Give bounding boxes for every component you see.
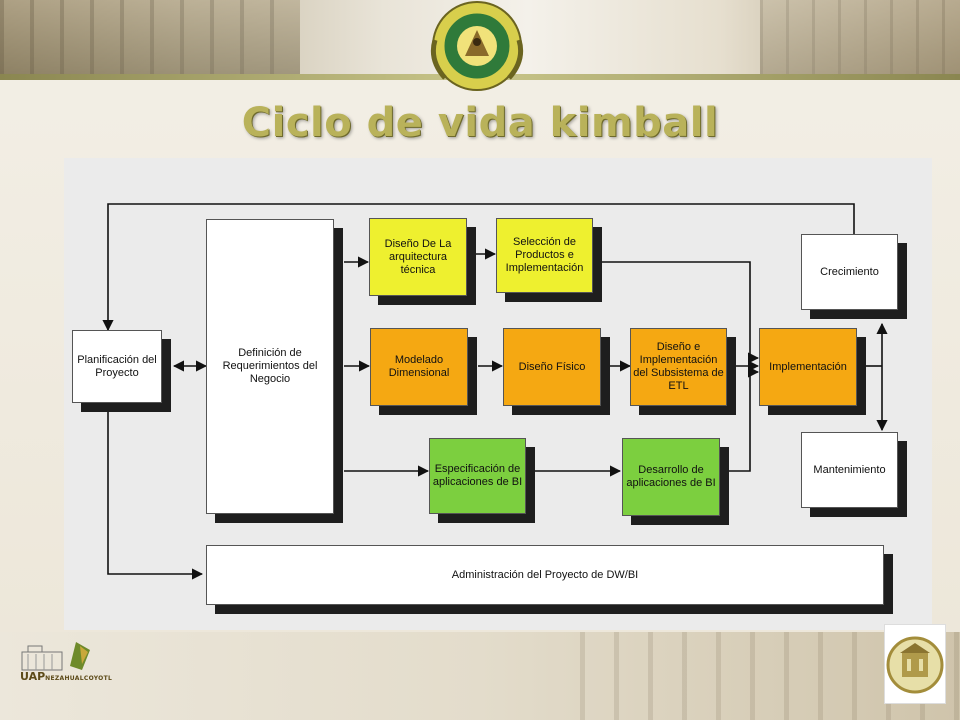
uap-wordmark: UAPNEZAHUALCOYOTL [20,670,113,683]
box-seleccion: Selección de Productos e Implementación [496,218,593,293]
emblem-seal-icon [886,636,944,694]
university-emblem [884,624,946,704]
sel-impl-arrow [594,261,760,364]
campus-building-icon [21,642,90,671]
diagram-connectors [102,203,888,580]
building-photo-left [0,0,300,74]
box-definicion: Definición de Requerimientos del Negocio [206,219,334,514]
box-mantenimiento: Mantenimiento [801,432,898,508]
box-implementacion: Implementación [759,328,857,406]
box-etl: Diseño e Implementación del Subsistema d… [630,328,727,406]
box-planificacion: Planificación del Proyecto [72,330,162,403]
coat-of-arms-icon [430,1,524,91]
slide-title: Ciclo de vida kimball [241,100,719,146]
box-especificacion: Especificación de aplicaciones de BI [429,438,526,514]
kimball-lifecycle-diagram: Planificación del Proyecto Definición de… [64,158,932,630]
plan-admin-arrow [107,412,204,580]
box-diseno-fisico: Diseño Físico [503,328,601,406]
box-arquitectura: Diseño De La arquitectura técnica [369,218,467,296]
building-photo-right [760,0,960,74]
box-desarrollo: Desarrollo de aplicaciones de BI [622,438,720,516]
uap-logo: UAPNEZAHUALCOYOTL [18,640,128,690]
box-modelado: Modelado Dimensional [370,328,468,406]
box-administracion: Administración del Proyecto de DW/BI [206,545,884,605]
feedback-arrow [102,203,855,332]
footer-band [0,632,960,720]
box-crecimiento: Crecimiento [801,234,898,310]
des-impl-arrow [728,366,760,472]
